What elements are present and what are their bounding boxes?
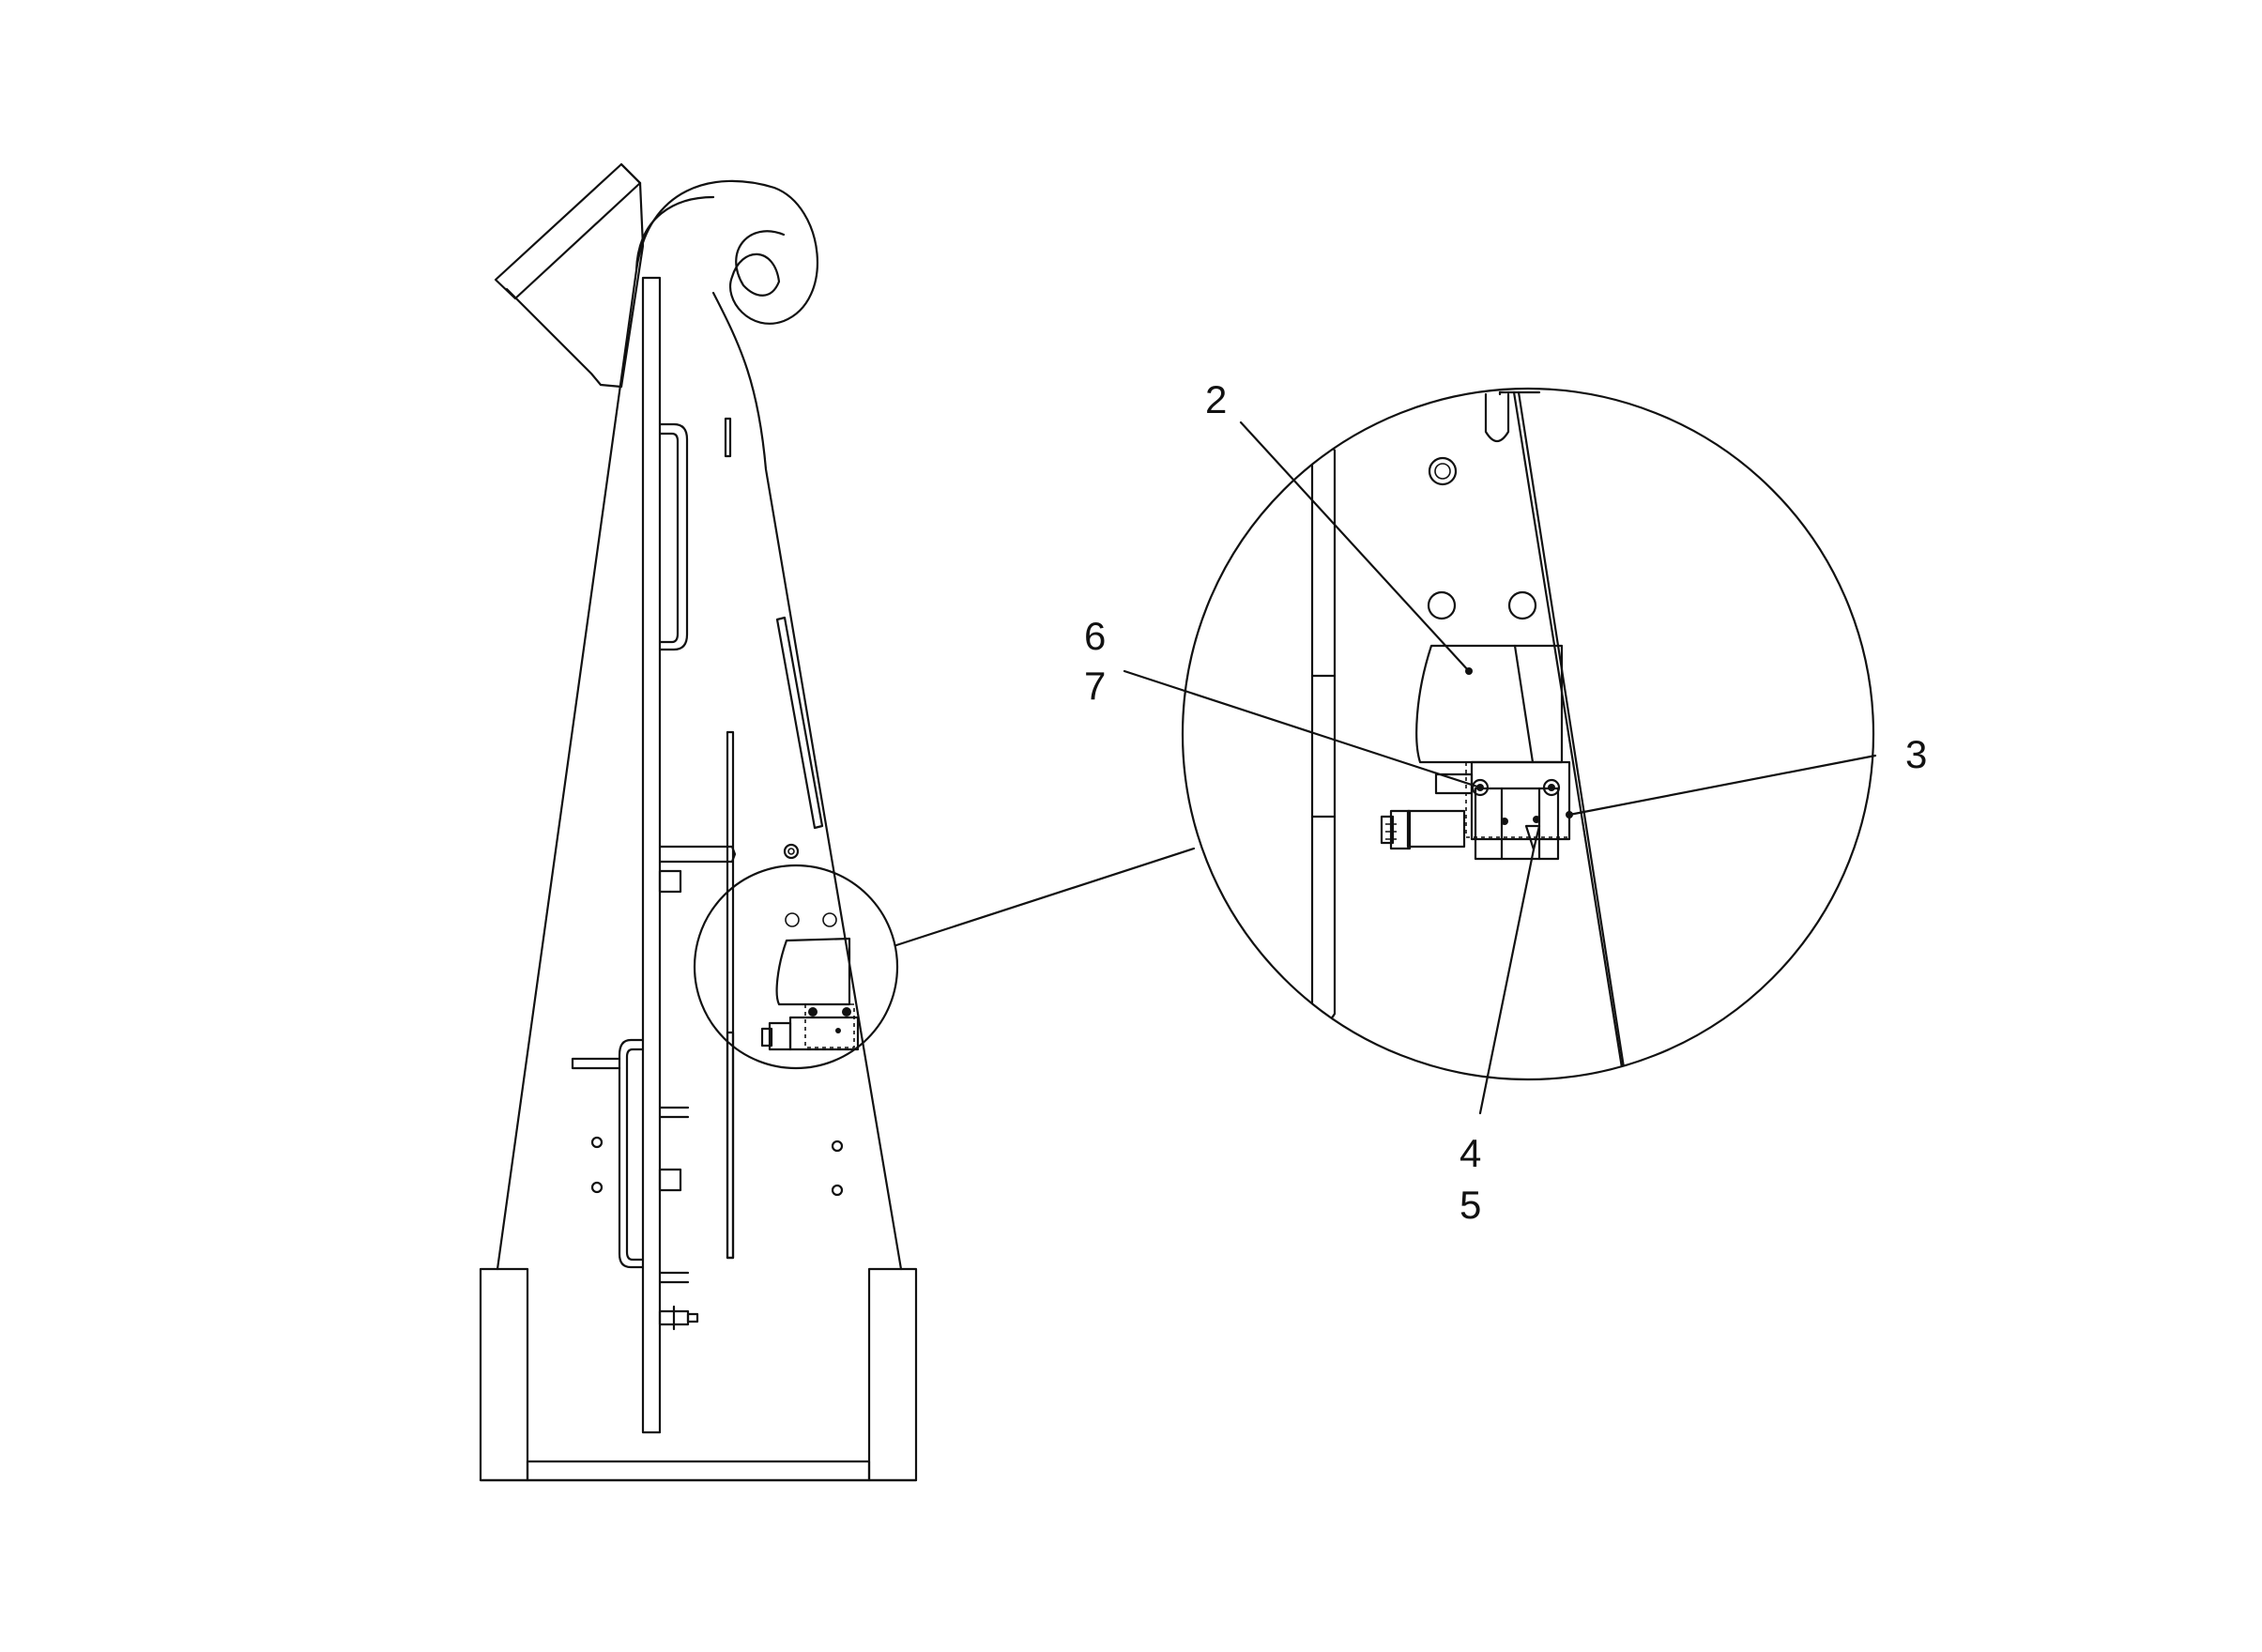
- callout-6: 6: [1084, 614, 1106, 658]
- center-plate: [641, 276, 662, 1434]
- detail-view: [1181, 387, 1875, 1081]
- detail-circle: [1181, 387, 1875, 1081]
- frame-body: [496, 179, 903, 1271]
- plate-features: [590, 417, 844, 1331]
- callout-labels: 2 6 7 3 4 5: [1084, 377, 1927, 1227]
- callout-leaders: [1123, 421, 1877, 1115]
- funnel: [494, 162, 645, 389]
- main-assembly-view: [479, 162, 1196, 1482]
- upper-handle: [658, 422, 689, 651]
- callout-3: 3: [1905, 732, 1927, 776]
- callout-2: 2: [1205, 377, 1227, 421]
- callout-7: 7: [1084, 664, 1106, 708]
- callout-4: 4: [1460, 1131, 1481, 1175]
- base-frame: [479, 1267, 918, 1482]
- detail-marker-circle: [693, 864, 899, 1070]
- detail-leader-line: [894, 847, 1196, 947]
- lower-handle: [571, 1038, 645, 1269]
- callout-5: 5: [1460, 1183, 1481, 1227]
